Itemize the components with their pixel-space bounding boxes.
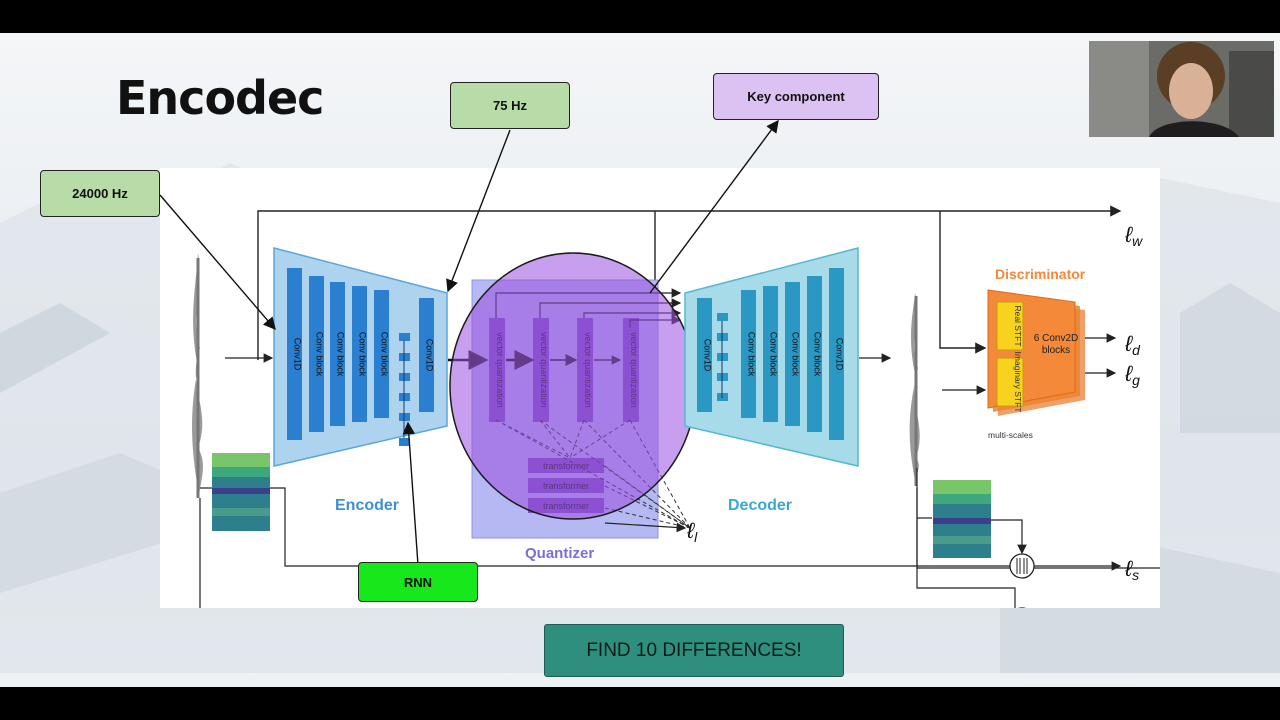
svg-text:Conv block: Conv block xyxy=(315,332,325,377)
input-spectrogram xyxy=(212,453,270,531)
encoder-label: Encoder xyxy=(335,497,399,514)
encoder-block xyxy=(309,276,324,432)
callout-sample-rate: 24000 Hz xyxy=(40,170,160,217)
decoder-block xyxy=(807,276,822,432)
decoder-block xyxy=(785,282,800,426)
diagram-svg: Conv1D Conv block Conv block Conv block Conv… xyxy=(192,205,1160,635)
encodec-diagram: Conv1D Conv block Conv block Conv block Conv… xyxy=(160,168,1160,635)
callout-arrows xyxy=(159,119,779,566)
decoder-block xyxy=(763,286,778,422)
multi-scales-label: multi-scales xyxy=(988,430,1033,440)
quantizer-label: Quantizer xyxy=(525,545,594,562)
decoder-label: Decoder xyxy=(728,497,792,514)
find-differences-button[interactable]: FIND 10 DIFFERENCES! xyxy=(544,624,844,677)
output-spectrogram xyxy=(933,480,991,558)
output-waveform xyxy=(909,293,920,486)
encoder-blocks: Conv1D Conv block Conv block Conv block Conv… xyxy=(287,268,435,440)
input-waveform xyxy=(192,253,203,503)
svg-text:Conv1D: Conv1D xyxy=(835,338,845,371)
disc-conv2d-label: 6 Conv2D blocks xyxy=(1033,333,1079,356)
encoder-block xyxy=(330,282,345,426)
slide-title: Encodec xyxy=(116,71,324,125)
encoder-block xyxy=(419,298,434,412)
decoder-blocks: Conv1D Conv block Conv block Conv block Conv… xyxy=(697,268,845,440)
encoder-block xyxy=(287,268,302,440)
encoder-block xyxy=(374,290,389,418)
presenter-webcam xyxy=(1089,41,1274,137)
loss-w-line xyxy=(257,205,1122,360)
svg-text:Conv block: Conv block xyxy=(747,332,757,377)
encoder-block xyxy=(352,286,367,422)
callout-key-component: Key component xyxy=(713,73,879,120)
decoder-block xyxy=(697,298,712,412)
svg-text:Conv block: Conv block xyxy=(336,332,346,377)
w-to-disc-line xyxy=(939,211,987,354)
callout-frame-rate: 75 Hz xyxy=(450,82,570,129)
decoder-block xyxy=(829,268,844,440)
svg-text:Conv1D: Conv1D xyxy=(293,338,303,371)
slide: Encodec xyxy=(0,33,1280,687)
svg-text:Conv block: Conv block xyxy=(791,332,801,377)
svg-text:Conv block: Conv block xyxy=(380,332,390,377)
presenter-avatar xyxy=(1089,41,1274,137)
disc-real-label: Real STFT xyxy=(1013,305,1023,346)
norm-operator-s xyxy=(1009,553,1035,579)
decoder-block xyxy=(741,290,756,418)
discriminator-block: Real STFT Imaginary STFT 6 Conv2D blocks… xyxy=(987,289,1085,440)
callout-rnn: RNN xyxy=(358,562,478,602)
svg-text:Conv block: Conv block xyxy=(358,332,368,377)
svg-text:Conv block: Conv block xyxy=(813,332,823,377)
svg-text:Conv1D: Conv1D xyxy=(703,339,713,372)
spectrogram-to-s-line xyxy=(270,487,1010,567)
discriminator-label: Discriminator xyxy=(995,266,1086,282)
decoder-lstm xyxy=(717,313,728,401)
disc-imaginary-label: Imaginary STFT xyxy=(1013,352,1023,413)
svg-text:Conv block: Conv block xyxy=(769,332,779,377)
svg-text:Conv1D: Conv1D xyxy=(425,339,435,372)
